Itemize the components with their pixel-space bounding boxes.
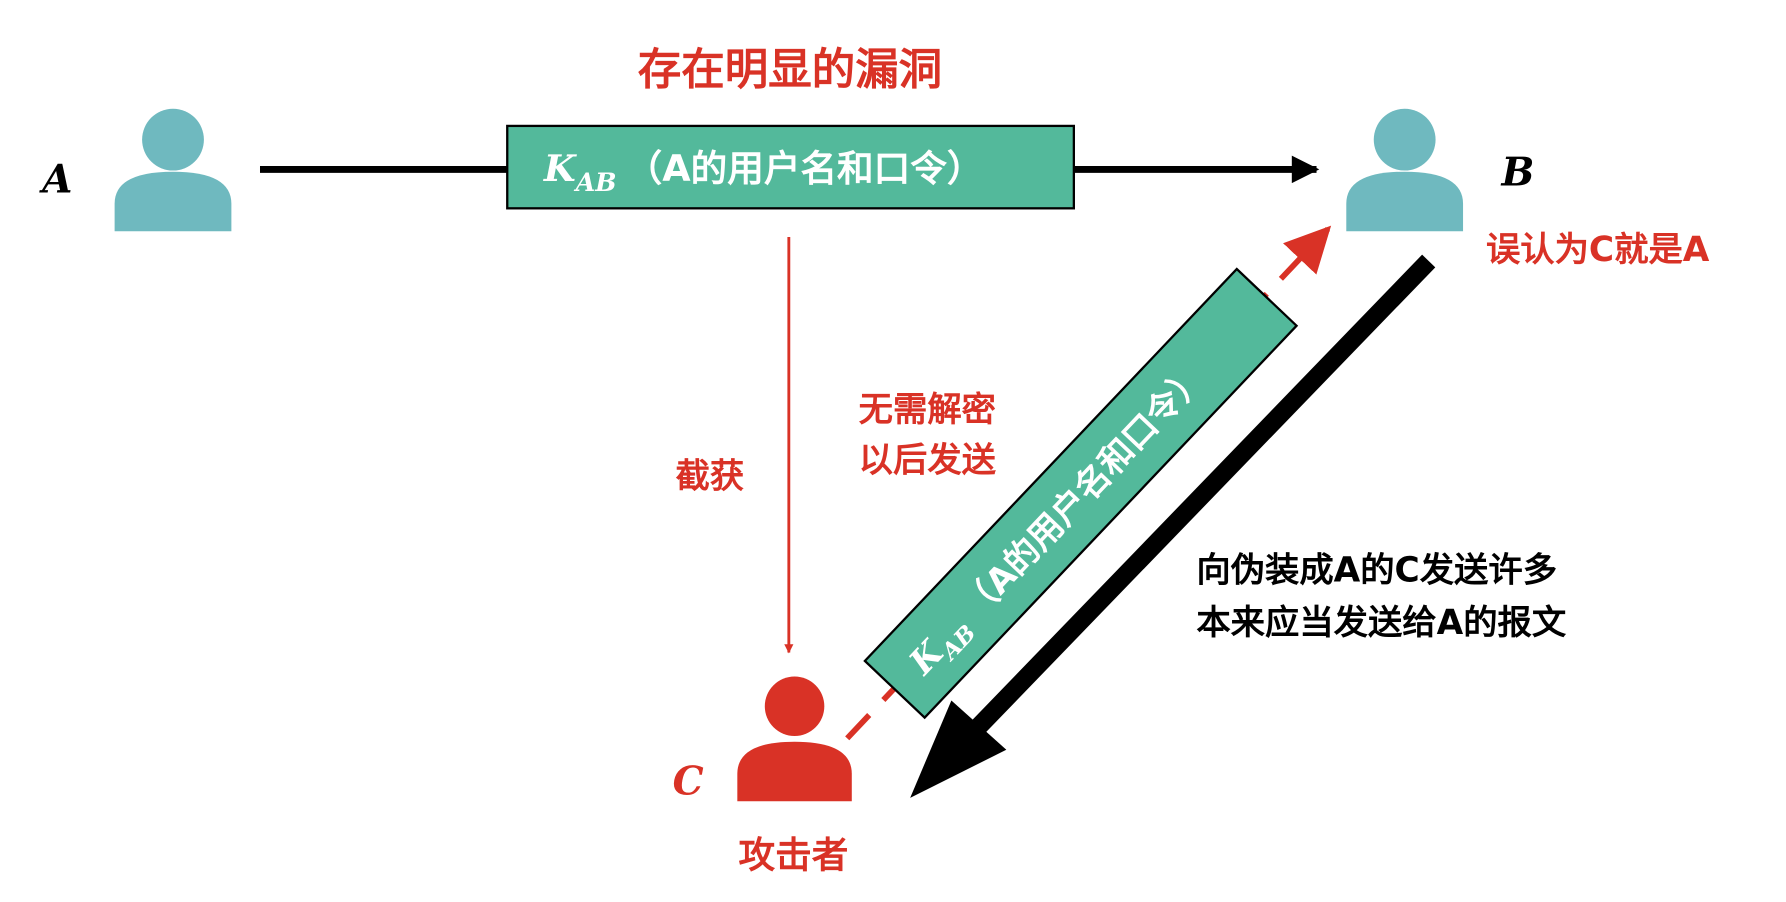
label-b: B <box>1501 149 1535 195</box>
response-label-line1: 向伪装成A的C发送许多 <box>1196 550 1557 590</box>
person-b-icon <box>1346 108 1464 232</box>
b-misbelief-note: 误认为C就是A <box>1486 230 1710 270</box>
attacker-icon <box>737 676 852 802</box>
diagram-title: 存在明显的漏洞 <box>638 46 942 96</box>
intercept-label: 截获 <box>676 457 745 497</box>
response-arrow-shaft <box>957 254 1436 749</box>
response-arrow-head <box>910 700 1007 798</box>
message-key: K <box>543 147 578 190</box>
replay-label-line1: 无需解密 <box>859 390 996 430</box>
response-label-line2: 本来应当发送给A的报文 <box>1196 603 1567 643</box>
replay-label-line2: 以后发送 <box>859 441 997 481</box>
message-box-replay: KAB（A的用户名和口令） <box>863 267 1299 720</box>
message-box-top: KAB （A的用户名和口令） <box>506 124 1076 210</box>
label-c: C <box>673 758 704 804</box>
person-a-icon <box>114 108 232 232</box>
svg-text:KAB（A的用户名和口令）: KAB （A的用户名和口令） <box>543 147 984 197</box>
label-a: A <box>38 156 72 202</box>
message-content: （A的用户名和口令） <box>626 147 984 190</box>
message-key-sub: AB <box>574 167 617 197</box>
attacker-label: 攻击者 <box>738 834 848 877</box>
